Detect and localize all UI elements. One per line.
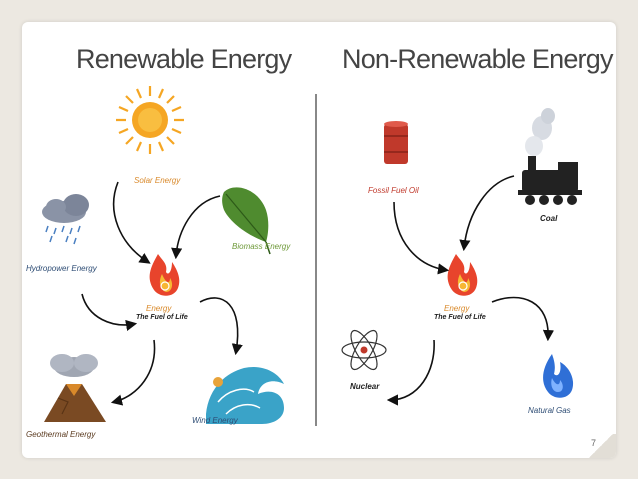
leaf-icon — [222, 187, 271, 255]
label-solar-energy: Solar Energy — [134, 176, 181, 185]
renewable-arrows — [81, 181, 243, 406]
label-fuel-of-life-renewable: The Fuel of Life — [136, 314, 188, 321]
volcano-icon — [44, 354, 106, 422]
label-fuel-of-life-nonrenewable: The Fuel of Life — [434, 314, 486, 321]
oil-barrel-icon — [384, 121, 408, 164]
label-energy-nonrenewable: Energy — [444, 304, 470, 313]
label-fossil-fuel-oil: Fossil Fuel Oil — [368, 186, 419, 195]
page-curl — [586, 434, 616, 458]
label-geothermal-energy: Geothermal Energy — [26, 430, 96, 439]
diagram-graphics — [42, 86, 582, 424]
steam-train-icon — [518, 108, 582, 205]
atom-icon — [341, 329, 387, 371]
nonrenewable-arrows — [386, 175, 555, 406]
label-natural-gas: Natural Gas — [528, 406, 571, 415]
label-coal: Coal — [540, 214, 558, 223]
section-divider — [315, 94, 317, 426]
wave-icon — [206, 366, 284, 424]
flame-icon — [149, 254, 180, 296]
label-hydropower-energy: Hydropower Energy — [26, 264, 97, 273]
label-nuclear: Nuclear — [350, 382, 380, 391]
renewable-title: Renewable Energy — [76, 44, 292, 74]
label-energy-renewable: Energy — [146, 304, 172, 313]
sun-icon — [116, 86, 184, 154]
page-number: 7 — [590, 438, 596, 448]
nonrenewable-title: Non-Renewable Energy — [342, 44, 613, 74]
rain-cloud-icon — [42, 194, 89, 245]
gas-flame-icon — [543, 354, 574, 398]
flame-icon-2 — [447, 254, 478, 296]
label-wind-energy: Wind Energy — [192, 416, 238, 425]
label-biomass-energy: Biomass Energy — [232, 242, 291, 251]
slide-card: Renewable Energy Non-Renewable Energy — [22, 22, 616, 458]
